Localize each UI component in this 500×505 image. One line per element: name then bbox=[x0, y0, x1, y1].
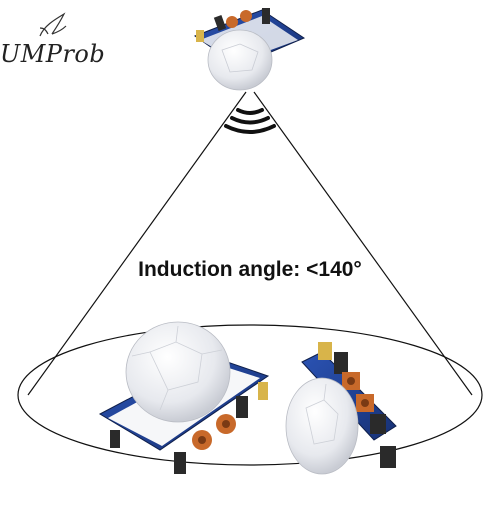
bottom-left-sensor-module bbox=[98, 321, 270, 474]
bottom-right-sensor-module bbox=[285, 342, 397, 475]
induction-angle-caption: Induction angle: <140° bbox=[138, 258, 362, 281]
detection-cone bbox=[17, 91, 483, 466]
brand-bird-icon bbox=[39, 12, 67, 37]
brand-logo: UMProb bbox=[0, 40, 106, 68]
signal-wave-icon bbox=[224, 108, 276, 134]
top-sensor-module bbox=[193, 8, 306, 91]
